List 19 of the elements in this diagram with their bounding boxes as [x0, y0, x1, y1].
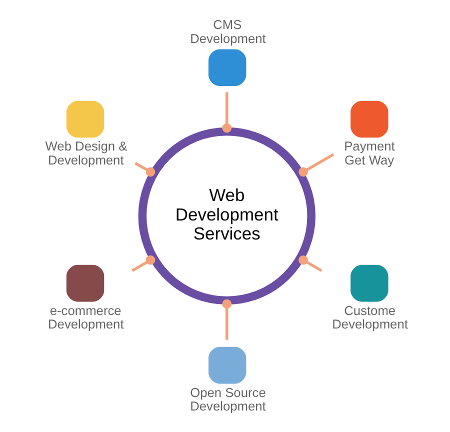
- node-box: [350, 100, 388, 138]
- connector: [222, 299, 232, 340]
- node-box: [66, 264, 104, 302]
- connector: [222, 92, 232, 133]
- node-box: [208, 49, 246, 86]
- connector: [298, 153, 334, 177]
- connector: [131, 255, 155, 272]
- connector: [134, 162, 155, 177]
- node-label: Payment Get Way: [344, 138, 394, 168]
- node-label: Custome Development: [332, 302, 408, 332]
- connector: [298, 255, 322, 272]
- node-box: [350, 264, 388, 302]
- node-box: [208, 346, 246, 384]
- node-label: Web Design & Development: [44, 138, 127, 168]
- node-label: CMS Development: [190, 17, 266, 46]
- node-box: [66, 100, 104, 138]
- node-label: Open Source Development: [190, 384, 266, 414]
- node-circle: Web Development Services: [138, 127, 315, 305]
- node-label: e-commerce Development: [48, 302, 124, 332]
